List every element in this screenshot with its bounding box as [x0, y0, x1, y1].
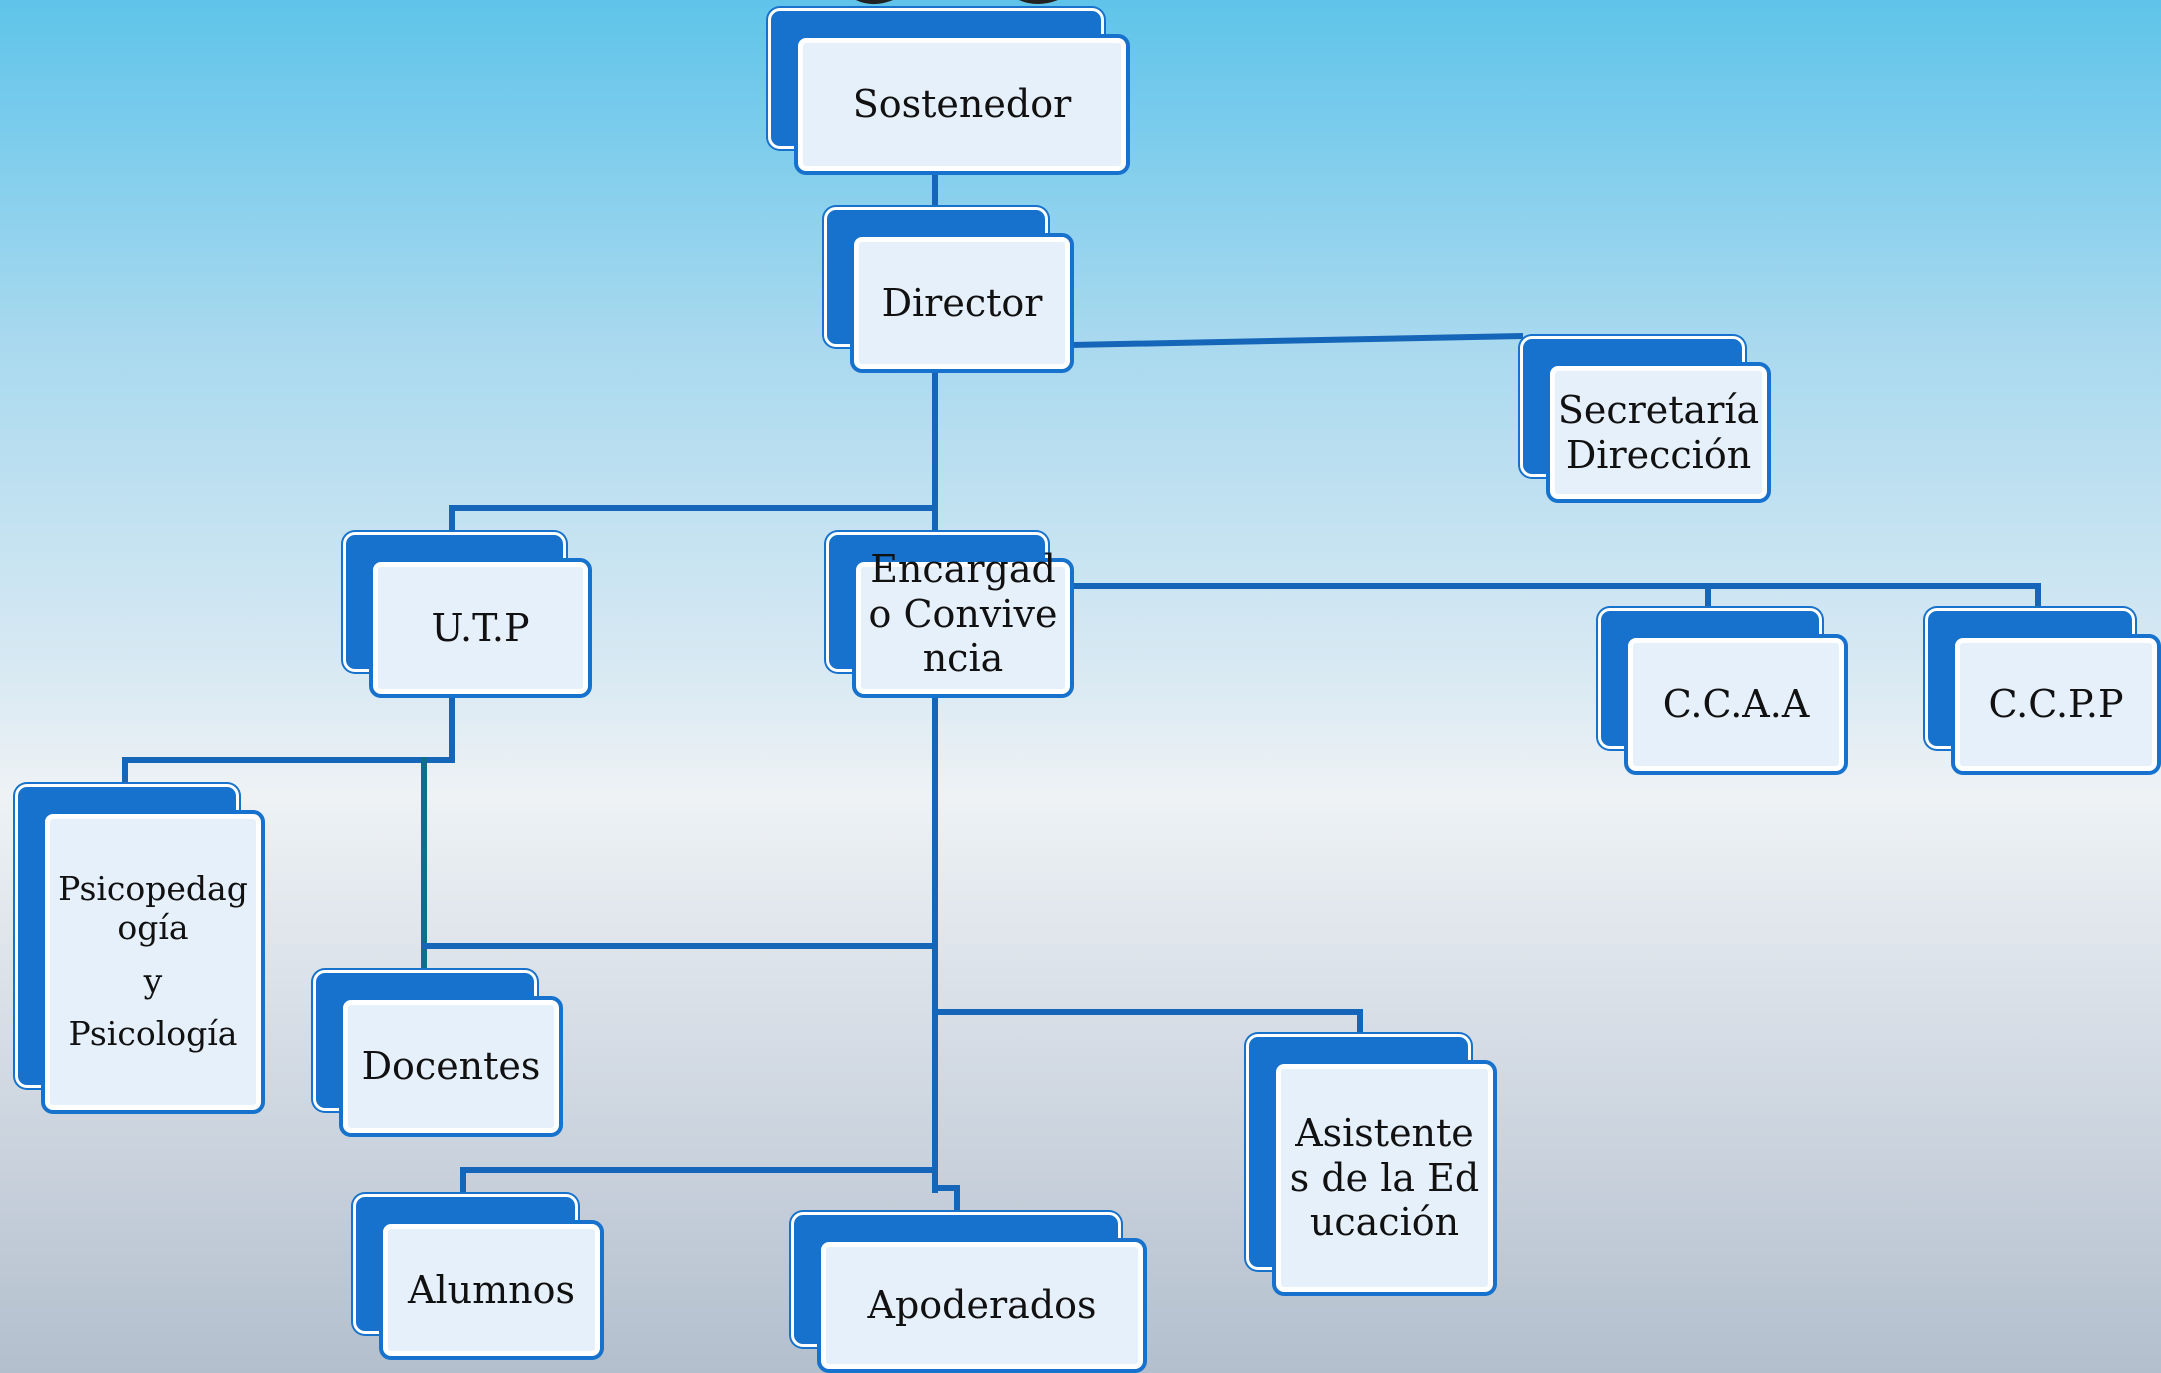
node-docentes: Docentes	[313, 970, 563, 1137]
node-label-ccaa: C.C.A.A	[1662, 682, 1810, 727]
node-label-secretaria: Secretaría Dirección	[1557, 387, 1760, 477]
node-label-asistentes: Asistentes de la Educación	[1289, 1110, 1480, 1245]
node-label-alumnos: Alumnos	[408, 1267, 575, 1312]
node-label-psico-line1: Psicopedagogía	[58, 869, 248, 948]
connector-trunk-utp	[449, 505, 938, 533]
node-secretaria: Secretaría Dirección	[1520, 336, 1771, 503]
connector-trunk-alumnos	[460, 1167, 938, 1195]
node-utp: U.T.P	[343, 532, 592, 698]
node-label-ccpp: C.C.P.P	[1988, 682, 2124, 727]
node-label-apoderados: Apoderados	[867, 1283, 1097, 1328]
node-ccpp: C.C.P.P	[1925, 608, 2161, 775]
node-alumnos: Alumnos	[353, 1194, 604, 1360]
node-label-docentes: Docentes	[361, 1044, 541, 1089]
node-label-psico-line3: Psicología	[68, 1013, 238, 1053]
node-label-psico-line2: y	[143, 961, 163, 1000]
node-label-director: Director	[881, 280, 1043, 325]
connector-utp-psico	[122, 695, 455, 785]
node-label-utp: U.T.P	[431, 605, 530, 650]
node-director: Director	[824, 207, 1074, 373]
node-ccaa: C.C.A.A	[1598, 608, 1848, 775]
top-ornament-icon	[856, 0, 1058, 4]
node-encargado: Encargado Convivencia	[826, 532, 1074, 698]
connector-director-secretaria	[1068, 332, 1524, 349]
node-label-encargado: Encargado Convivencia	[868, 546, 1058, 681]
connector-trunk-apoderados	[932, 1167, 960, 1215]
node-sostenedor: Sostenedor	[768, 8, 1130, 175]
node-apoderados: Apoderados	[791, 1212, 1147, 1373]
connector-trunk-asistentes	[932, 1009, 1363, 1037]
connector-encargado-council	[1069, 583, 2041, 608]
node-asistentes: Asistentes de la Educación	[1246, 1034, 1497, 1296]
node-label-sostenedor: Sostenedor	[852, 82, 1072, 127]
node-psicopedagogia: Psicopedagogía y Psicología	[15, 784, 265, 1114]
